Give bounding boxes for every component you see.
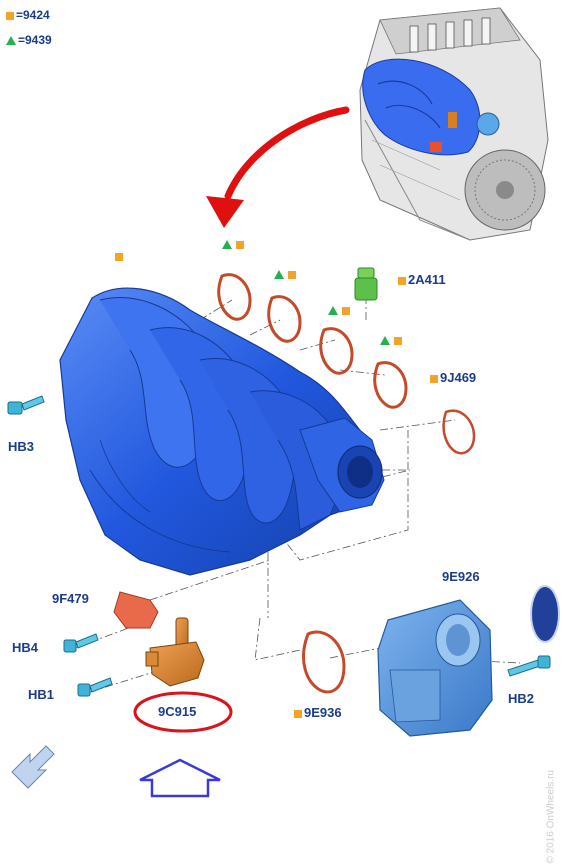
throttle-gasket-9e936 [302, 630, 346, 694]
marker-manifold [115, 253, 125, 261]
intake-port-gaskets [217, 273, 408, 409]
valve-9c915 [145, 617, 205, 687]
throttle-body-9e926 [377, 599, 493, 737]
green-triangle-icon [6, 36, 16, 46]
green-triangle-icon [328, 306, 338, 315]
part-label-hb4: HB4 [12, 640, 39, 655]
green-triangle-icon [222, 240, 232, 249]
part-label-9e936: 9E936 [294, 706, 342, 720]
orange-square-icon [294, 709, 302, 718]
part-label-9f479: 9F479 [52, 591, 89, 606]
green-triangle-icon [380, 336, 390, 345]
legend-item-9439: =9439 [6, 33, 52, 47]
ford-logo [530, 585, 560, 643]
exploded-parts-diagram [7, 7, 560, 798]
legend-text-9424: =9424 [16, 8, 50, 22]
marker-gasket-1 [222, 240, 246, 249]
marker-gasket-3 [328, 306, 352, 315]
bolt-hb4 [63, 633, 99, 653]
part-label-2a411: 2A411 [398, 273, 446, 287]
orange-square-icon [115, 253, 123, 261]
orange-square-icon [398, 276, 406, 285]
part-label-hb2: HB2 [508, 691, 535, 706]
throttle-body-gasket-9j469 [442, 409, 476, 455]
watermark: © 2016 OnWheels.ru [546, 770, 557, 864]
green-triangle-icon [274, 270, 284, 279]
orange-square-icon [430, 374, 438, 383]
highlight-ring [133, 691, 233, 733]
part-number: 2A411 [408, 272, 446, 287]
part-number: 9E936 [304, 705, 342, 720]
bolt-hb2 [507, 655, 551, 677]
orange-square-icon [394, 336, 402, 345]
legend-text-9439: =9439 [18, 33, 52, 47]
blue-up-arrow [139, 758, 221, 798]
nav-arrow-icon[interactable] [11, 745, 55, 789]
orange-square-icon [236, 240, 244, 249]
engine-overview-image [359, 7, 549, 241]
orange-square-icon [6, 11, 14, 20]
part-number: 9J469 [440, 370, 477, 385]
vacuum-cap-2a411 [354, 267, 378, 301]
marker-gasket-4 [380, 336, 404, 345]
part-label-9e926: 9E926 [442, 569, 480, 584]
part-label-hb1: HB1 [28, 687, 55, 702]
legend-item-9424: =9424 [6, 8, 50, 22]
bolt-hb1 [77, 677, 113, 697]
part-label-hb3: HB3 [8, 439, 35, 454]
red-pointer-arrow [206, 106, 350, 228]
intake-manifold [59, 287, 385, 576]
orange-square-icon [342, 306, 350, 315]
orange-square-icon [288, 270, 296, 279]
sensor-9f479 [113, 591, 159, 629]
part-label-9j469: 9J469 [430, 371, 476, 385]
marker-gasket-2 [274, 270, 298, 279]
bolt-hb3 [7, 395, 45, 415]
part-label-9c915: 9C915 [158, 704, 197, 719]
